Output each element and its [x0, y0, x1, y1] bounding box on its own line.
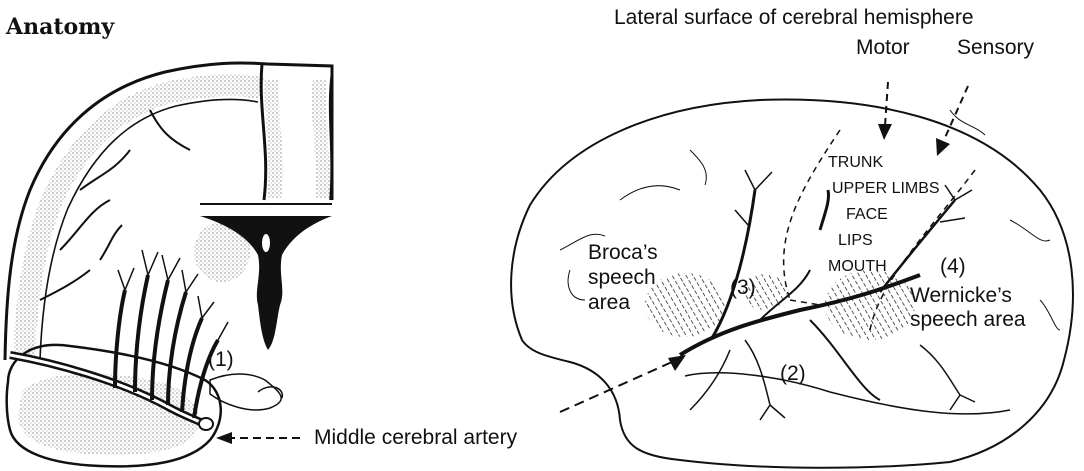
face-label: FACE [846, 206, 888, 224]
sensory-label: Sensory [957, 36, 1034, 60]
coronal-brain-section [5, 63, 332, 466]
mouth-label: MOUTH [828, 258, 887, 276]
wernicke-label-line-1: Wernicke’s [910, 284, 1026, 308]
label-1: (1) [208, 348, 234, 372]
lateral-artery-arrow [560, 355, 686, 412]
artery-arrow [216, 432, 300, 444]
label-4: (4) [940, 255, 966, 279]
wernicke-label: Wernicke’s speech area [910, 284, 1026, 332]
label-3: (3) [730, 276, 756, 300]
broca-label: Broca’s speech area [588, 240, 658, 315]
broca-label-line-1: Broca’s [588, 240, 658, 265]
trunk-label: TRUNK [828, 154, 883, 172]
label-2: (2) [780, 362, 806, 386]
motor-label: Motor [856, 36, 910, 60]
sensory-arrow [936, 86, 968, 156]
lateral-title: Lateral surface of cerebral hemisphere [614, 6, 974, 30]
middle-cerebral-artery-label: Middle cerebral artery [314, 426, 517, 450]
wernicke-label-line-2: speech area [910, 308, 1026, 332]
broca-label-line-2: speech [588, 265, 658, 290]
lips-label: LIPS [838, 232, 873, 250]
page-heading: Anatomy [6, 14, 114, 40]
motor-arrow [878, 82, 892, 140]
broca-label-line-3: area [588, 290, 658, 315]
upper-limbs-label: UPPER LIMBS [832, 180, 940, 198]
